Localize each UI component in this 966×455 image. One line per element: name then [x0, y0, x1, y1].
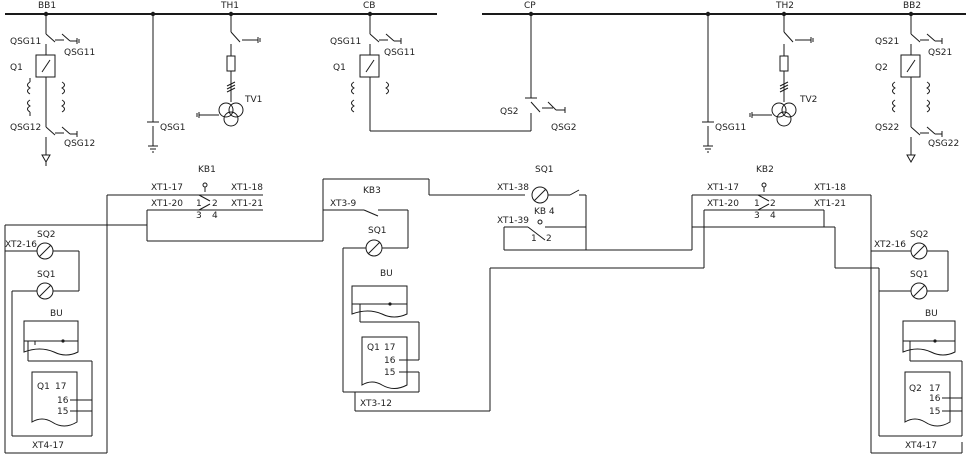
label-qs21-a: QS21 — [875, 37, 899, 47]
right-sq-circuit — [871, 242, 963, 453]
label-qsg11-b: QSG11 — [64, 48, 95, 58]
label-kb1-c1: 1 — [196, 199, 202, 209]
feeder-tv2 — [749, 14, 814, 127]
feeder-qsg11-right — [702, 14, 714, 153]
label-q2-box-r: Q2 — [909, 384, 922, 394]
middle-bu-relay — [351, 285, 420, 389]
label-sq1-mid: SQ1 — [368, 226, 387, 236]
label-cb: CB — [363, 1, 375, 11]
label-bu-l: BU — [50, 309, 63, 319]
feeder-qsg1 — [147, 14, 159, 153]
label-qsg12-a: QSG12 — [10, 123, 41, 133]
label-kb1-c2: 2 — [212, 199, 218, 209]
label-xt1-17-l: XT1-17 — [151, 183, 183, 193]
label-kb4-c1: 1 — [531, 234, 537, 244]
label-q1-box-mid: Q1 — [367, 343, 380, 353]
label-kb2: KB2 — [756, 165, 774, 175]
label-cb-qsg11-a: QSG11 — [330, 37, 361, 47]
label-th1: TH1 — [220, 1, 239, 11]
label-kb2-c4: 4 — [770, 211, 776, 221]
label-kb2-c1: 1 — [754, 199, 760, 209]
label-n15-l: 15 — [57, 407, 68, 417]
kb2-contact-block — [489, 182, 962, 454]
label-xt4-17-r: XT4-17 — [905, 441, 937, 451]
label-xt1-18-r: XT1-18 — [814, 183, 846, 193]
label-bb1: BB1 — [38, 1, 56, 11]
label-xt3-9: XT3-9 — [330, 199, 356, 209]
label-bb2: BB2 — [903, 1, 921, 11]
label-kb3: KB3 — [363, 186, 381, 196]
label-th2: TH2 — [775, 1, 794, 11]
label-kb1: KB1 — [198, 165, 216, 175]
feeder-cp — [525, 14, 566, 131]
label-sq1-top: SQ1 — [535, 165, 554, 175]
label-n17-mid: 17 — [384, 343, 395, 353]
feeder-tv1 — [196, 14, 261, 127]
label-sq1-r: SQ1 — [910, 270, 929, 280]
label-n16-l: 16 — [57, 396, 69, 406]
label-kb2-c2: 2 — [770, 199, 776, 209]
label-sq1-l: SQ1 — [37, 270, 56, 280]
label-xt2-16-l: XT2-16 — [5, 240, 37, 250]
label-xt1-38: XT1-38 — [497, 183, 529, 193]
label-tv2: TV2 — [799, 95, 817, 105]
label-cb-q1: Q1 — [333, 63, 346, 73]
left-sq-circuit — [4, 225, 107, 454]
label-qsg2: QSG2 — [551, 123, 577, 133]
label-xt1-21-l: XT1-21 — [231, 199, 263, 209]
label-xt2-16-r: XT2-16 — [874, 240, 906, 250]
label-n17-l: 17 — [55, 382, 66, 392]
label-sq2-r: SQ2 — [910, 230, 929, 240]
label-n16-mid: 16 — [384, 356, 396, 366]
label-cp: CP — [524, 1, 536, 11]
feeder-bb2 — [892, 14, 943, 164]
feeder-cb — [351, 14, 531, 132]
label-xt1-39: XT1-39 — [497, 216, 529, 226]
label-n16-r: 16 — [929, 394, 941, 404]
label-q1: Q1 — [10, 63, 23, 73]
label-n15-mid: 15 — [384, 368, 395, 378]
label-sq2-l: SQ2 — [37, 230, 56, 240]
label-xt4-17-l: XT4-17 — [32, 441, 64, 451]
label-kb2-c3: 3 — [754, 211, 760, 221]
label-xt1-18-l: XT1-18 — [231, 183, 263, 193]
label-qsg1: QSG1 — [160, 123, 186, 133]
label-bu-mid: BU — [380, 269, 393, 279]
label-tv1: TV1 — [244, 95, 262, 105]
kb4-circuit — [503, 186, 692, 251]
label-bu-r: BU — [925, 309, 938, 319]
label-xt1-20-l: XT1-20 — [151, 199, 183, 209]
label-xt1-21-r: XT1-21 — [814, 199, 846, 209]
label-n17-r: 17 — [929, 384, 940, 394]
label-qs2: QS2 — [500, 107, 519, 117]
kb3-line — [5, 209, 409, 249]
label-q2: Q2 — [875, 63, 888, 73]
label-q1-box-l: Q1 — [37, 382, 50, 392]
kb1-contact-block — [106, 178, 525, 453]
label-n15-r: 15 — [929, 407, 940, 417]
label-qs22: QS22 — [875, 123, 899, 133]
label-qsg11-right: QSG11 — [715, 123, 746, 133]
feeder-bb1 — [27, 14, 80, 166]
label-qsg12-b: QSG12 — [64, 139, 95, 149]
label-xt1-20-r: XT1-20 — [707, 199, 739, 209]
label-xt1-17-r: XT1-17 — [707, 183, 739, 193]
left-bu-relay — [23, 320, 93, 427]
label-kb4: KB 4 — [534, 207, 555, 217]
label-cb-qsg11-b: QSG11 — [384, 48, 415, 58]
label-kb4-c2: 2 — [546, 234, 552, 244]
label-qsg11-a: QSG11 — [10, 37, 41, 47]
right-bu-relay — [902, 320, 962, 427]
label-qs21-b: QS21 — [928, 48, 952, 58]
middle-sq-circuit — [342, 239, 490, 412]
label-kb1-c4: 4 — [212, 211, 218, 221]
label-kb1-c3: 3 — [196, 211, 202, 221]
label-qsg22: QSG22 — [928, 139, 959, 149]
label-xt3-12: XT3-12 — [360, 399, 392, 409]
